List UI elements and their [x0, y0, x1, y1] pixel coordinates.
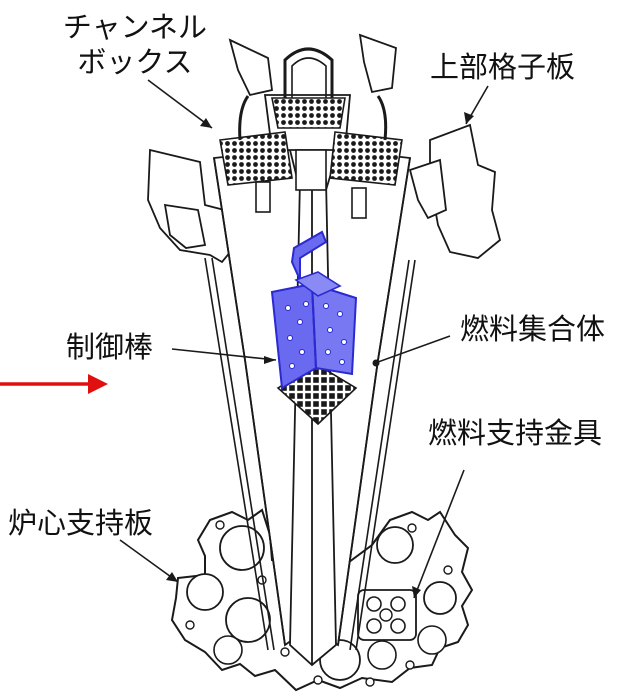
channel-box-label-line2: ボックス — [77, 45, 193, 79]
fuel-support-fitting — [357, 589, 417, 641]
insertion-arrow — [0, 374, 108, 394]
control-rod — [270, 230, 358, 390]
core-support-plate-label: 炉心支持板 — [8, 506, 154, 540]
channel-box-label-line1: チャンネル — [62, 10, 208, 44]
fuel-assembly-label: 燃料集合体 — [460, 312, 606, 346]
guide-rods — [204, 257, 416, 651]
channel-box-label: チャンネル ボックス — [40, 10, 230, 80]
control-rod-label: 制御棒 — [66, 330, 154, 364]
upper-grid-plate-label: 上部格子板 — [430, 50, 576, 84]
upper-grid-blades — [147, 33, 502, 264]
fuel-top-tie-plates — [219, 47, 403, 219]
leader-lines — [119, 79, 489, 599]
fuel-support-label: 燃料支持金具 — [428, 416, 603, 450]
